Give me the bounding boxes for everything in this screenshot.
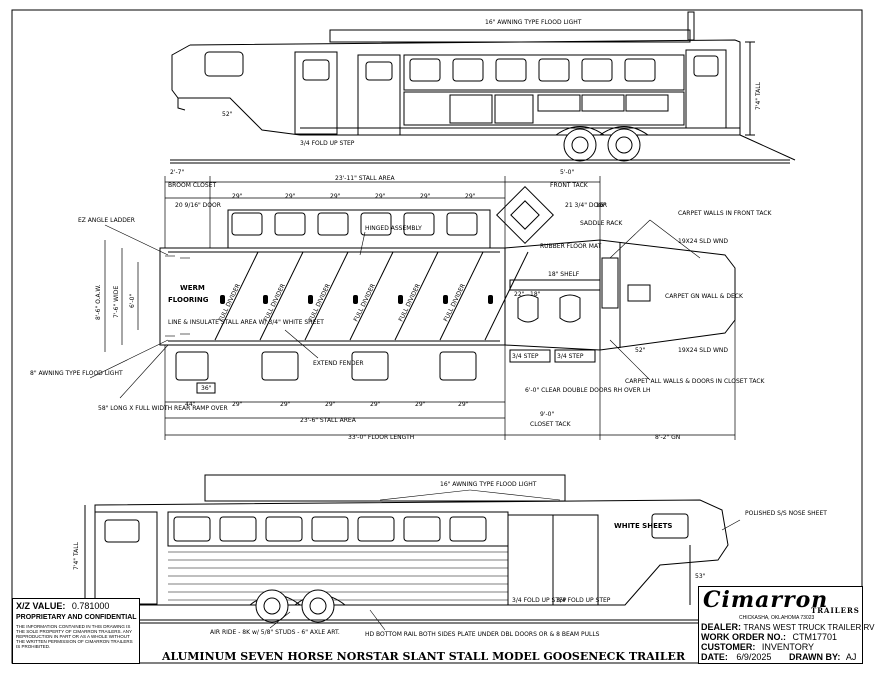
plan-leaders	[89, 219, 701, 399]
logo-sub: TRAILERS	[811, 606, 860, 615]
customer-label: CUSTOMER:	[701, 642, 756, 652]
xz-value: 0.781000	[71, 601, 110, 611]
plan-dimensions	[104, 176, 736, 440]
ground-bottom	[60, 604, 720, 624]
title-block: Cimarron TRAILERS CHICKASHA, OKLAHOMA 73…	[698, 586, 875, 664]
work-order-label: WORK ORDER NO.:	[701, 632, 786, 642]
work-order-row: WORK ORDER NO.: CTM17701	[701, 632, 837, 642]
address: CHICKASHA, OKLAHOMA 73023	[739, 615, 815, 621]
dealer-value: TRANS WEST TRUCK TRAILER RV	[743, 623, 875, 632]
xz-value-row: X/Z VALUE: 0.781000	[16, 601, 109, 611]
date-label: DATE:	[701, 652, 728, 662]
logo-text: Cimarron	[703, 587, 829, 613]
curb-side-slats	[168, 551, 508, 601]
dealer-label: DEALER:	[701, 622, 741, 632]
xz-value-label: X/Z VALUE:	[16, 601, 66, 611]
bottom-leaders	[269, 489, 741, 631]
date-value: 6/9/2025	[736, 652, 772, 662]
dealer-row: DEALER: TRANS WEST TRUCK TRAILER RV	[701, 622, 875, 632]
customer-value: INVENTORY	[761, 642, 815, 652]
proprietary-text: THE INFORMATION CONTAINED IN THIS DRAWIN…	[16, 624, 133, 649]
curb-side-elevation	[84, 474, 729, 606]
company-logo: Cimarron TRAILERS	[703, 587, 860, 615]
date-row: DATE: 6/9/2025	[701, 652, 771, 662]
ground-top	[170, 134, 796, 164]
drawn-by-value: AJ	[845, 652, 857, 662]
proprietary-heading: PROPRIETARY AND CONFIDENTIAL	[16, 614, 137, 621]
customer-row: CUSTOMER: INVENTORY	[701, 642, 814, 652]
plan-hoof-marks	[220, 295, 493, 304]
road-side-elevation	[171, 11, 755, 136]
work-order-value: CTM17701	[792, 632, 838, 642]
top-wheels	[563, 128, 641, 162]
drawn-by-label: DRAWN BY:	[789, 652, 841, 662]
bottom-wheels	[255, 589, 335, 623]
plan-view	[159, 186, 736, 394]
proprietary-block: X/Z VALUE: 0.781000 PROPRIETARY AND CONF…	[12, 598, 140, 664]
sheet-border	[11, 9, 863, 664]
plan-floor-hatch	[165, 255, 190, 337]
drawn-by-row: DRAWN BY: AJ	[789, 652, 856, 662]
